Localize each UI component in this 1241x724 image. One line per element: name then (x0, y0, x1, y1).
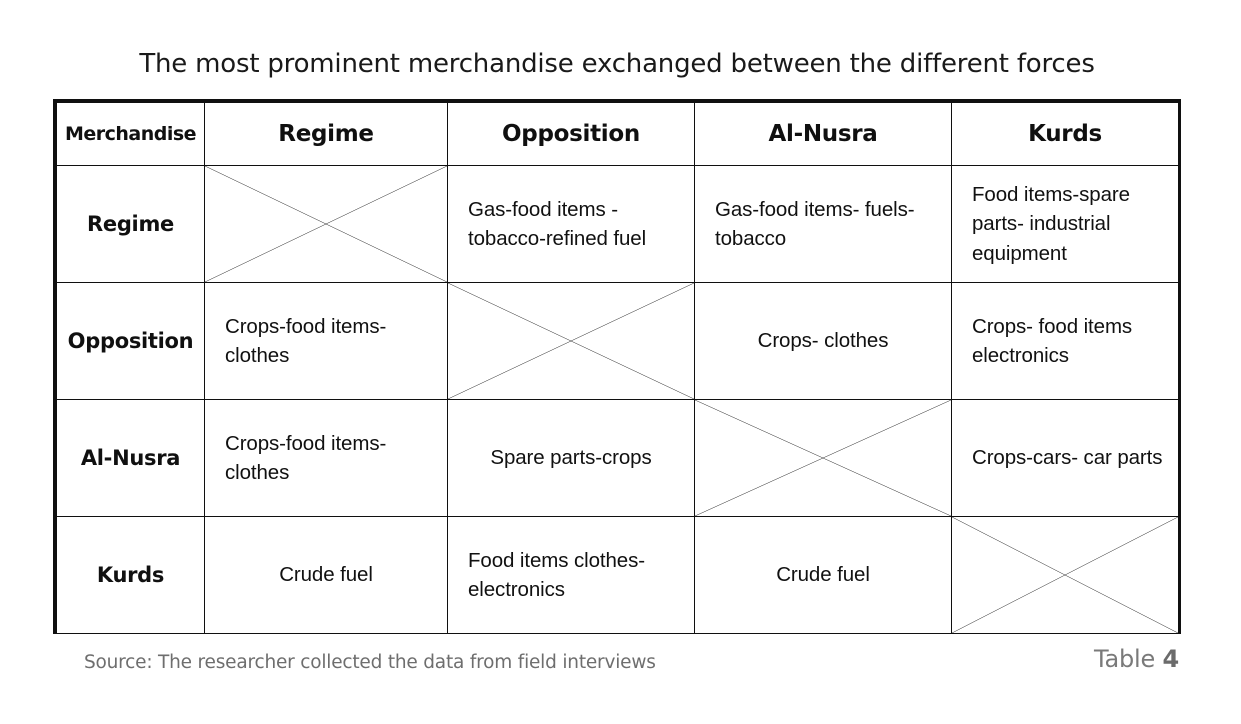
cell-text: Crops-food items-clothes (225, 431, 387, 484)
matrix: Merchandise Regime Opposition Al-Nusra K… (56, 102, 1179, 634)
cell-regime-kurds: Food items-spare parts- industrial equip… (951, 165, 1179, 283)
table-row: Al-Nusra Crops-food items-clothes Spare … (56, 399, 1179, 517)
diagonal-cross-icon (952, 517, 1178, 633)
cell-regime-al-nusra: Gas-food items- fuels- tobacco (694, 165, 952, 283)
cell-kurds-kurds (951, 516, 1179, 634)
column-header-opposition: Opposition (447, 102, 695, 166)
table-number-value: 4 (1162, 645, 1180, 673)
table-row: Kurds Crude fuel Food items clothes-elec… (56, 516, 1179, 634)
diagonal-cross-icon (205, 166, 447, 282)
cell-text: Crops-food items-clothes (225, 314, 387, 367)
merchandise-matrix-table: Merchandise Regime Opposition Al-Nusra K… (53, 99, 1181, 634)
table-header-row: Merchandise Regime Opposition Al-Nusra K… (56, 102, 1179, 166)
diagonal-cross-icon (695, 400, 951, 516)
table-number-label: Table 4 (1094, 645, 1179, 673)
cell-text: Crude fuel (279, 563, 373, 587)
column-header-al-nusra: Al-Nusra (694, 102, 952, 166)
column-header-regime: Regime (204, 102, 448, 166)
cell-kurds-opposition: Food items clothes-electronics (447, 516, 695, 634)
cell-regime-regime (204, 165, 448, 283)
row-header-opposition: Opposition (56, 282, 205, 400)
table-row: Regime Gas-food items -tobacco-refined f… (56, 165, 1179, 283)
cell-opposition-opposition (447, 282, 695, 400)
cell-al-nusra-opposition: Spare parts-crops (447, 399, 695, 517)
table-row: Opposition Crops-food items-clothes Crop… (56, 282, 1179, 400)
cell-text: Food items clothes-electronics (468, 548, 645, 601)
cell-opposition-regime: Crops-food items-clothes (204, 282, 448, 400)
cell-kurds-regime: Crude fuel (204, 516, 448, 634)
cell-opposition-al-nusra: Crops- clothes (694, 282, 952, 400)
cell-text: Crude fuel (776, 563, 870, 587)
cell-opposition-kurds: Crops- food items electronics (951, 282, 1179, 400)
cell-kurds-al-nusra: Crude fuel (694, 516, 952, 634)
corner-header-merchandise: Merchandise (56, 102, 205, 166)
figure-title: The most prominent merchandise exchanged… (139, 49, 1095, 79)
cell-text: Gas-food items- fuels- tobacco (715, 197, 915, 250)
source-note: Source: The researcher collected the dat… (84, 652, 656, 673)
matrix-body: Merchandise Regime Opposition Al-Nusra K… (56, 102, 1179, 634)
cell-text: Crops- clothes (757, 329, 889, 353)
cell-text: Crops- food items electronics (972, 314, 1133, 367)
cell-al-nusra-al-nusra (694, 399, 952, 517)
column-header-kurds: Kurds (951, 102, 1179, 166)
cell-text: Gas-food items -tobacco-refined fuel (468, 197, 647, 250)
cell-text: Spare parts-crops (490, 446, 652, 470)
table-label-word: Table (1093, 645, 1156, 673)
row-header-kurds: Kurds (56, 516, 205, 634)
diagonal-cross-icon (448, 283, 694, 399)
cell-al-nusra-kurds: Crops-cars- car parts (951, 399, 1179, 517)
cell-text: Food items-spare parts- industrial equip… (972, 183, 1130, 265)
row-header-regime: Regime (56, 165, 205, 283)
cell-al-nusra-regime: Crops-food items-clothes (204, 399, 448, 517)
cell-regime-opposition: Gas-food items -tobacco-refined fuel (447, 165, 695, 283)
cell-text: Crops-cars- car parts (972, 446, 1163, 470)
row-header-al-nusra: Al-Nusra (56, 399, 205, 517)
